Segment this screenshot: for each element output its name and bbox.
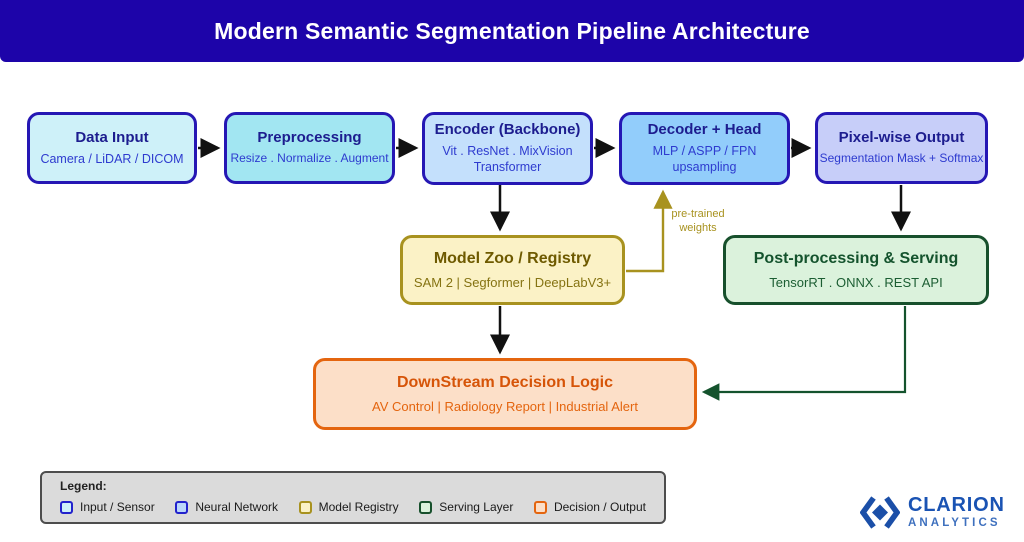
node-post-processing-subtitle: TensorRT . ONNX . REST API <box>769 274 943 290</box>
legend-swatch <box>175 500 189 514</box>
pretrained-weights-line1: pre-trained <box>671 208 725 220</box>
clarion-logo-icon <box>860 496 900 529</box>
legend-swatch <box>419 500 433 514</box>
legend-item: Neural Network <box>175 500 278 514</box>
pretrained-weights-label: pre-trained weights <box>660 208 736 236</box>
logo-name: CLARION <box>908 494 1005 517</box>
legend-item-label: Neural Network <box>195 500 279 514</box>
clarion-analytics-logo: CLARION ANALYTICS <box>860 494 1005 531</box>
node-encoder-title: Encoder (Backbone) <box>434 121 581 139</box>
header-banner: Modern Semantic Segmentation Pipeline Ar… <box>0 0 1024 62</box>
legend-item: Decision / Output <box>533 500 646 514</box>
legend-item-label: Serving Layer <box>439 500 514 514</box>
node-downstream-decision-subtitle: AV Control | Radiology Report | Industri… <box>372 398 638 414</box>
node-data-input-title: Data Input <box>75 129 149 146</box>
legend-item-label: Model Registry <box>318 500 399 514</box>
legend-item: Input / Sensor <box>60 500 155 514</box>
arrow-postprocessing-to-downstream <box>701 306 907 401</box>
legend-panel: Legend: Input / Sensor Neural Network Mode… <box>40 471 666 524</box>
node-encoder: Encoder (Backbone) Vit . ResNet . MixVis… <box>422 112 593 185</box>
node-preprocessing-subtitle: Resize . Normalize . Augment <box>230 151 389 166</box>
node-data-input: Data Input Camera / LiDAR / DICOM <box>27 112 197 184</box>
node-pixel-output-subtitle: Segmentation Mask + Softmax <box>819 151 984 166</box>
logo-subtitle: ANALYTICS <box>908 517 1001 530</box>
node-post-processing-title: Post-processing & Serving <box>753 249 959 267</box>
legend-item-label: Input / Sensor <box>80 500 155 514</box>
node-decoder: Decoder + Head MLP / ASPP / FPN upsampli… <box>619 112 790 185</box>
node-model-zoo: Model Zoo / Registry SAM 2 | Segformer |… <box>400 235 625 305</box>
legend-item-label: Decision / Output <box>553 500 646 514</box>
node-post-processing: Post-processing & Serving TensorRT . ONN… <box>723 235 989 305</box>
node-pixel-output-title: Pixel-wise Output <box>838 129 965 147</box>
node-downstream-decision: DownStream Decision Logic AV Control | R… <box>313 358 697 430</box>
arrow-modelzoo-to-decoder-pretrained <box>626 189 673 273</box>
legend-swatch <box>533 500 547 514</box>
node-model-zoo-subtitle: SAM 2 | Segformer | DeepLabV3+ <box>413 274 612 290</box>
pretrained-weights-line2: weights <box>679 221 717 234</box>
legend-title: Legend: <box>60 479 107 493</box>
page-title: Modern Semantic Segmentation Pipeline Ar… <box>214 17 810 44</box>
node-pixel-output: Pixel-wise Output Segmentation Mask + So… <box>815 112 988 184</box>
node-model-zoo-title: Model Zoo / Registry <box>433 249 592 267</box>
node-preprocessing: Preprocessing Resize . Normalize . Augme… <box>224 112 395 184</box>
legend-swatch <box>60 500 73 514</box>
node-encoder-subtitle: Vit . ResNet . MixVision Transformer <box>442 144 573 175</box>
legend-item: Model Registry <box>298 500 399 514</box>
legend-items: Input / Sensor Neural Network Model Regist… <box>60 500 646 514</box>
node-decoder-title: Decoder + Head <box>647 121 762 139</box>
node-preprocessing-title: Preprocessing <box>257 129 362 147</box>
node-data-input-subtitle: Camera / LiDAR / DICOM <box>40 151 184 166</box>
node-downstream-decision-title: DownStream Decision Logic <box>396 373 614 391</box>
legend-item: Serving Layer <box>419 500 513 514</box>
node-decoder-subtitle: MLP / ASPP / FPN upsampling <box>652 144 757 175</box>
legend-swatch <box>298 500 312 514</box>
